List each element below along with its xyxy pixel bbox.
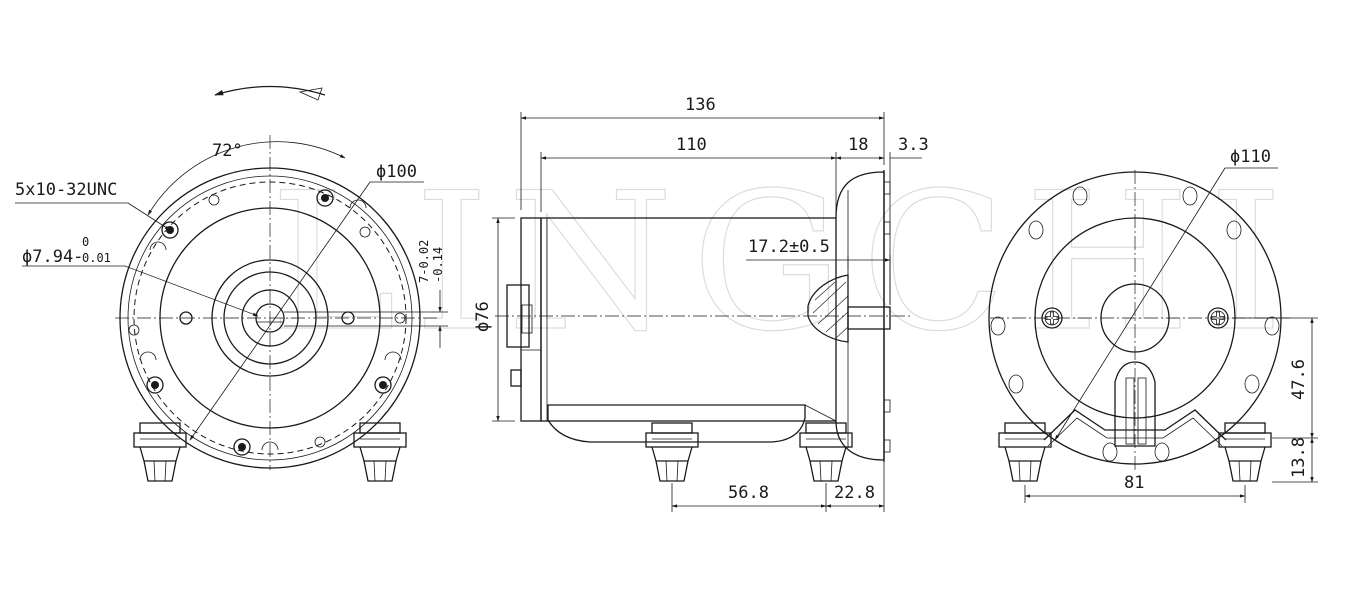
side-body xyxy=(540,217,837,422)
foot-offset-label: 22.8 xyxy=(834,483,875,503)
flat-width-label: 7-0.02 xyxy=(417,240,431,283)
cap-length-label: 18 xyxy=(848,135,868,155)
shaft-diameter-label: ϕ7.94- xyxy=(22,247,83,267)
rear-foot-spacing-label: 81 xyxy=(1124,473,1144,493)
body-length-label: 110 xyxy=(676,135,707,155)
foot-height-label: 13.8 xyxy=(1289,437,1309,478)
side-view: 136 110 18 3.3 17.2±0.5 ϕ76 56.8 22.8 xyxy=(473,95,929,512)
side-bearing-section xyxy=(807,274,849,343)
keyway-length-label: 17.2±0.5 xyxy=(748,237,830,257)
foot-spacing-label: 56.8 xyxy=(728,483,769,503)
front-view: 72° 5x10-32UNC ϕ100 ϕ7.94- 0 0.01 7-0.02… xyxy=(15,85,448,482)
thread-label: 5x10-32UNC xyxy=(15,180,117,200)
side-right-terminal xyxy=(799,422,853,482)
rear-view: ϕ110 81 47.6 13.8 xyxy=(988,147,1318,503)
side-left-terminal xyxy=(645,422,699,482)
shaft-extension-label: 3.3 xyxy=(898,135,929,155)
shaft-tolerance-upper: 0 xyxy=(82,235,89,249)
rear-center-boss xyxy=(1100,283,1170,353)
side-bracket xyxy=(547,404,806,443)
rear-vent-slots xyxy=(990,186,1280,462)
shaft-tolerance-lower: 0.01 xyxy=(82,251,111,265)
rotation-arrow xyxy=(214,85,326,96)
rear-bracket xyxy=(1043,409,1227,441)
front-right-terminal xyxy=(353,422,407,482)
front-left-terminal xyxy=(133,422,187,482)
flat-width-tolerance: -0.14 xyxy=(431,247,445,283)
overall-length-label: 136 xyxy=(685,95,716,115)
shaft-height-label: 47.6 xyxy=(1289,359,1309,400)
rear-terminal-block xyxy=(1114,361,1156,447)
side-shaft xyxy=(847,306,891,330)
front-shaft xyxy=(255,303,285,333)
angle-label: 72° xyxy=(212,141,243,161)
diameter-100-label: ϕ100 xyxy=(376,162,417,182)
watermark-text: LINGCHI xyxy=(270,152,1301,373)
body-diameter-label: ϕ76 xyxy=(473,301,493,332)
rear-diameter-label: ϕ110 xyxy=(1230,147,1271,167)
